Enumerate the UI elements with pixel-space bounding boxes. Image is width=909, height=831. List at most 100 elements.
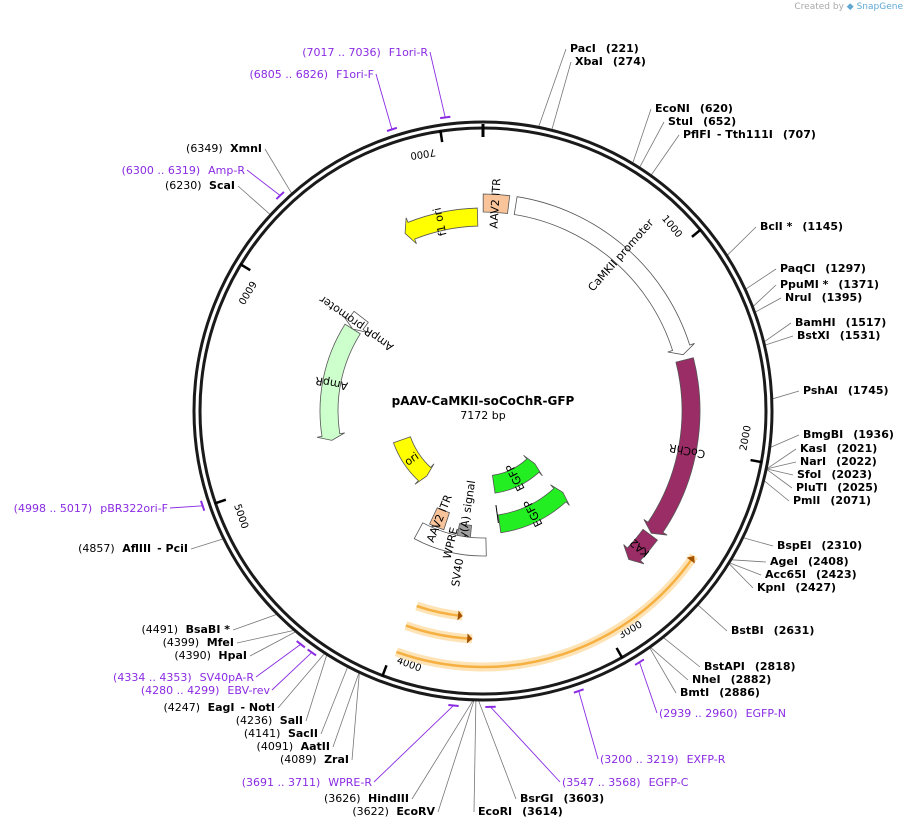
feature-camkii-promoter[interactable] bbox=[513, 196, 695, 356]
orf-arcs-layer bbox=[324, 326, 698, 672]
primer-bind-mark bbox=[307, 648, 317, 657]
site-label[interactable]: (4141) SacII bbox=[244, 727, 318, 740]
site-label[interactable]: (6230) ScaI bbox=[165, 179, 235, 192]
primer-label[interactable]: (4998 .. 5017)pBR322ori-F bbox=[14, 502, 168, 515]
site-label[interactable]: (4399) MfeI bbox=[163, 636, 234, 649]
site-label[interactable]: EcoNI(620) bbox=[655, 102, 733, 115]
feature-ampr[interactable] bbox=[316, 323, 361, 441]
site-label[interactable]: (3622) EcoRV bbox=[352, 805, 435, 818]
site-line bbox=[755, 297, 782, 313]
site-label[interactable]: PmlI(2071) bbox=[793, 494, 871, 507]
site-label[interactable]: BspEI(2310) bbox=[777, 539, 862, 552]
site-label[interactable]: PacI(221) bbox=[570, 42, 639, 55]
site-label[interactable]: PpuMI *(1371) bbox=[780, 278, 879, 291]
feature-f1-ori[interactable] bbox=[404, 207, 479, 245]
site-label[interactable]: SfoI(2023) bbox=[797, 468, 872, 481]
site-label[interactable]: (4247) EagI- NotI bbox=[164, 701, 276, 714]
site-label[interactable]: (4089) ZraI bbox=[280, 753, 349, 766]
tick-mark bbox=[239, 262, 251, 272]
site-position: (4390) bbox=[174, 649, 214, 662]
site-label[interactable]: BmgBI(1936) bbox=[803, 428, 894, 441]
primer-line bbox=[375, 73, 393, 130]
site-line bbox=[767, 461, 797, 470]
feature-ampr-promoter[interactable] bbox=[343, 310, 369, 333]
site-label[interactable]: BmtI (2886) bbox=[680, 686, 760, 699]
site-label[interactable]: BsrGI(3603) bbox=[520, 792, 604, 805]
site-label[interactable]: (4491) BsaBI * bbox=[142, 623, 231, 636]
site-label[interactable]: NarI(2022) bbox=[800, 455, 877, 468]
site-label[interactable]: (4236) SalI bbox=[236, 714, 303, 727]
site-name: PaqCI bbox=[780, 262, 815, 275]
site-label[interactable]: BstAPI(2818) bbox=[704, 660, 796, 673]
site-label[interactable]: BstXI(1531) bbox=[797, 329, 880, 342]
feature-ka2[interactable] bbox=[623, 528, 659, 565]
site-position: (1745) bbox=[848, 384, 889, 397]
primer-label[interactable]: (3691 .. 3711)WPRE-R bbox=[242, 776, 373, 789]
site-position: (2886) bbox=[719, 686, 760, 699]
primer-label[interactable]: (6805 .. 6826)F1ori-F bbox=[250, 68, 375, 81]
site-label[interactable]: PflFI- Tth111I(707) bbox=[683, 128, 816, 141]
feature-egfp[interactable] bbox=[491, 454, 543, 494]
site-label[interactable]: (4390) HpaI bbox=[174, 649, 247, 662]
site-label[interactable]: (3626) HindIII bbox=[324, 792, 409, 805]
site-position: (2021) bbox=[837, 442, 878, 455]
site-position: (1297) bbox=[825, 262, 866, 275]
primer-label[interactable]: (4280 .. 4299)EBV-rev bbox=[141, 684, 271, 697]
orf-arrowhead bbox=[686, 555, 695, 564]
site-label[interactable]: PshAI(1745) bbox=[803, 384, 889, 397]
site-position: (620) bbox=[700, 102, 733, 115]
site-line bbox=[743, 537, 774, 547]
site-label[interactable]: XbaI(274) bbox=[575, 55, 646, 68]
site-name: EcoRI bbox=[478, 805, 512, 818]
site-line bbox=[437, 700, 475, 813]
tick-mark bbox=[439, 130, 444, 143]
site-label[interactable]: PluTI(2025) bbox=[796, 481, 878, 494]
site-line bbox=[473, 700, 477, 813]
feature-label: AmpR bbox=[314, 374, 349, 393]
feature-aav2-itr[interactable] bbox=[482, 193, 511, 214]
site-label[interactable]: (4857) AflIII- PciI bbox=[78, 542, 188, 555]
primer-range: (3691 .. 3711) bbox=[242, 776, 321, 789]
primer-label[interactable]: (3547 .. 3568)EGFP-C bbox=[562, 776, 689, 789]
primer-label[interactable]: (2939 .. 2960)EGFP-N bbox=[659, 707, 786, 720]
site-position: (2427) bbox=[795, 581, 836, 594]
backbone-outer-circle bbox=[192, 120, 774, 702]
site-name: BmtI bbox=[680, 686, 709, 699]
site-label[interactable]: EcoRI (3614) bbox=[478, 805, 563, 818]
site-label[interactable]: BclI *(1145) bbox=[760, 220, 843, 233]
feature-egfp[interactable] bbox=[497, 484, 570, 534]
feature-cochr[interactable] bbox=[643, 357, 701, 536]
site-line bbox=[232, 614, 277, 631]
site-label[interactable]: Acc65I(2423) bbox=[765, 568, 857, 581]
feature-wpre[interactable] bbox=[413, 522, 487, 557]
site-line bbox=[729, 562, 762, 576]
site-label[interactable]: StuI(652) bbox=[668, 115, 736, 128]
site-label[interactable]: KasI(2021) bbox=[800, 442, 877, 455]
site-label[interactable]: KpnI(2427) bbox=[757, 581, 836, 594]
primer-label[interactable]: (7017 .. 7036)F1ori-R bbox=[302, 46, 428, 59]
site-label[interactable]: AgeI(2408) bbox=[770, 555, 849, 568]
site-label[interactable]: BamHI(1517) bbox=[795, 316, 886, 329]
site-label[interactable]: PaqCI (1297) bbox=[780, 262, 866, 275]
site-position: (4236) bbox=[236, 714, 276, 727]
site-name: BspEI bbox=[777, 539, 811, 552]
site-label[interactable]: NruI(1395) bbox=[785, 291, 862, 304]
site-line bbox=[249, 631, 296, 657]
site-name: BmgBI bbox=[803, 428, 843, 441]
site-position: (4399) bbox=[163, 636, 203, 649]
feature-aav2-itr[interactable] bbox=[429, 507, 450, 531]
site-position: (3626) bbox=[324, 792, 364, 805]
site-position: (3614) bbox=[522, 805, 563, 818]
site-position: (1517) bbox=[846, 316, 887, 329]
primer-label[interactable]: (3200 .. 3219)EXFP-R bbox=[600, 753, 726, 766]
primer-label[interactable]: (4334 .. 4353)SV40pA-R bbox=[113, 671, 254, 684]
site-label[interactable]: (4091) AatII bbox=[257, 740, 330, 753]
site-name: Acc65I bbox=[765, 568, 806, 581]
feature-ori[interactable] bbox=[392, 436, 435, 485]
primer-label[interactable]: (6300 .. 6319)Amp-R bbox=[122, 164, 246, 177]
site-label[interactable]: BstBI(2631) bbox=[731, 624, 814, 637]
primer-line bbox=[639, 662, 658, 714]
site-label[interactable]: (6349) XmnI bbox=[186, 142, 262, 155]
site-position: (2882) bbox=[731, 673, 772, 686]
site-label[interactable]: NheI(2882) bbox=[692, 673, 771, 686]
